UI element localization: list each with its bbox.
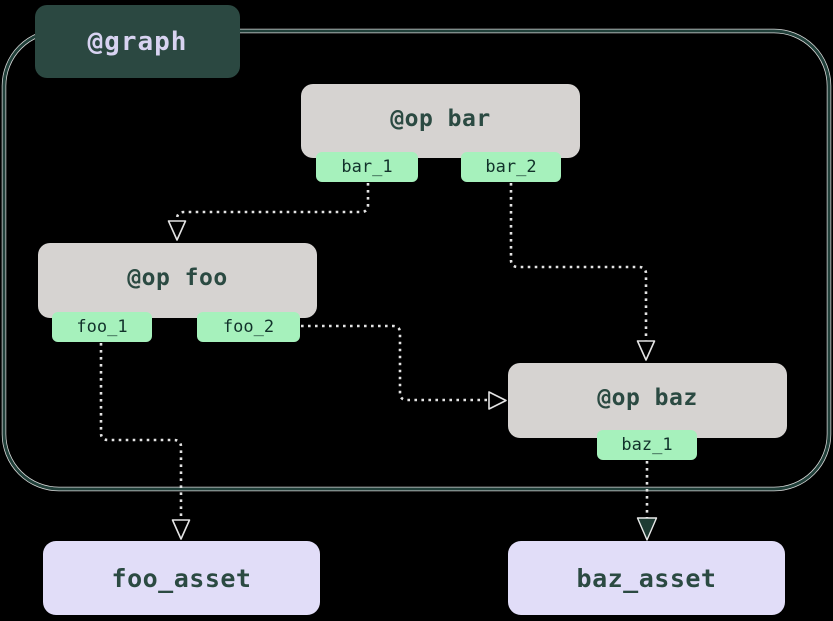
graph-boundary-line bbox=[2, 29, 831, 491]
open-arrowhead-icon bbox=[488, 391, 507, 410]
asset-foo-label: foo_asset bbox=[111, 563, 252, 593]
edge-bar1-to-foo bbox=[167, 183, 370, 241]
op-node-bar: @op bar bbox=[301, 84, 580, 158]
output-tag-baz-1: baz_1 bbox=[597, 430, 697, 460]
output-tag-bar-2-label: bar_2 bbox=[485, 157, 537, 177]
output-tag-foo-2: foo_2 bbox=[197, 312, 300, 342]
graph-label-text: @graph bbox=[87, 26, 188, 57]
filled-arrowhead-icon bbox=[636, 517, 658, 541]
op-bar-label: @op bar bbox=[390, 106, 491, 132]
op-foo-label: @op foo bbox=[127, 265, 228, 291]
asset-node-baz-asset: baz_asset bbox=[508, 541, 785, 615]
edge-bar2-to-baz bbox=[509, 183, 656, 361]
op-node-baz: @op baz bbox=[508, 363, 787, 438]
output-tag-foo-2-label: foo_2 bbox=[222, 317, 275, 337]
edge-baz1-to-baz-asset bbox=[636, 461, 658, 541]
output-tag-foo-1: foo_1 bbox=[52, 312, 152, 342]
op-baz-label: @op baz bbox=[597, 385, 698, 411]
open-arrowhead-icon bbox=[636, 340, 656, 361]
asset-baz-label: baz_asset bbox=[576, 563, 717, 593]
graph-boundary bbox=[1, 28, 832, 492]
output-tag-baz-1-label: baz_1 bbox=[621, 435, 673, 455]
output-tag-foo-1-label: foo_1 bbox=[76, 317, 128, 337]
output-tag-bar-1: bar_1 bbox=[316, 152, 418, 182]
output-tag-bar-1-label: bar_1 bbox=[341, 157, 393, 177]
output-tag-bar-2: bar_2 bbox=[461, 152, 561, 182]
edge-foo2-to-baz bbox=[301, 324, 507, 410]
graph-label-node: @graph bbox=[35, 5, 240, 78]
op-node-foo: @op foo bbox=[38, 243, 317, 318]
edge-foo1-to-foo-asset bbox=[99, 343, 191, 540]
open-arrowhead-icon bbox=[171, 519, 191, 540]
asset-node-foo-asset: foo_asset bbox=[43, 541, 320, 615]
open-arrowhead-icon bbox=[167, 220, 187, 241]
